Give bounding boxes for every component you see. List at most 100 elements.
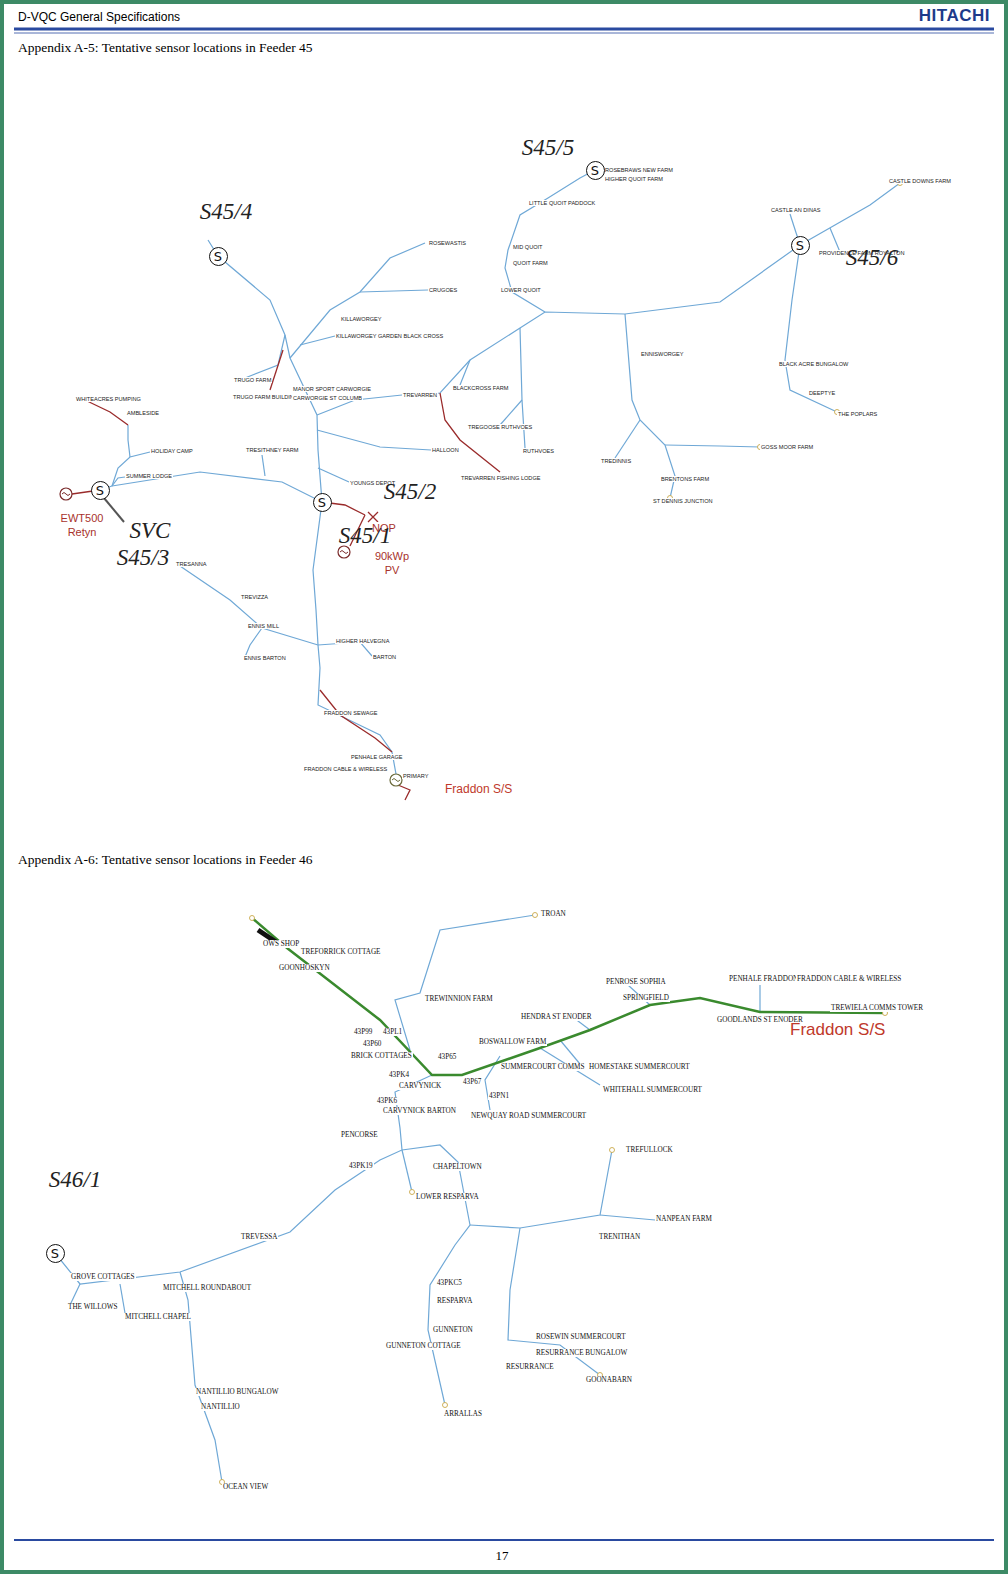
site-name: TROAN [540, 910, 567, 918]
site-name: MITCHELL CHAPEL [124, 1313, 192, 1321]
site-name: LOWER RESPARVA [415, 1193, 480, 1201]
site-name: 43P99 [353, 1028, 373, 1036]
site-name: PENROSE SOPHIA [605, 978, 667, 986]
site-name: 43PKC5 [436, 1279, 463, 1287]
text-label: PV [384, 564, 401, 576]
sensor-letter: S [318, 496, 326, 509]
site-name: THE POPLARS [837, 411, 878, 417]
site-name: RESURRANCE BUNGALOW [535, 1349, 628, 1357]
site-name: THE WILLOWS [67, 1303, 119, 1311]
site-name: CRUGOES [428, 287, 458, 293]
site-name: 43PL1 [382, 1028, 403, 1036]
site-name: SUMMERCOURT COMMS [500, 1063, 586, 1071]
sensor-circle: S [91, 481, 110, 500]
page-header: D-VQC General Specifications [18, 10, 180, 24]
site-name: 43P67 [462, 1078, 482, 1086]
site-name: MANOR SPORT CARWORGIE [292, 386, 372, 392]
site-name: MITCHELL ROUNDABOUT [162, 1284, 252, 1292]
text-label: Fraddon S/S [790, 1020, 885, 1040]
site-name: PENHALE FRADDON [728, 975, 799, 983]
site-name: KILLAWORGEY [340, 316, 383, 322]
site-name: TREFORRICK COTTAGE [300, 948, 382, 956]
site-name: CARWORGIE ST COLUMB [292, 395, 363, 401]
site-name: HENDRA ST ENODER [520, 1013, 593, 1021]
site-name: TREWIELA COMMS TOWER [830, 1004, 924, 1012]
text-label: Fraddon S/S [445, 782, 512, 796]
sensor-id: SVC [130, 518, 171, 544]
site-name: RUTHVOES [522, 448, 555, 454]
site-name: HIGHER HALVEGNA [335, 638, 390, 644]
site-name: ENNIS MILL [247, 623, 280, 629]
site-name: GROVE COTTAGES [70, 1273, 136, 1281]
site-name: GOONHOSKYN [278, 964, 331, 972]
site-name: TREGOOSE RUTHVOES [467, 424, 533, 430]
site-name: HOMESTAKE SUMMERCOURT [588, 1063, 691, 1071]
site-name: BRENTONS FARM [660, 476, 710, 482]
site-name: 43P60 [362, 1040, 382, 1048]
site-name: TREVARREN [402, 392, 438, 398]
site-name: TREVARREN FISHING LODGE [460, 475, 541, 481]
sensor-circle: S [586, 161, 605, 180]
site-name: MID QUOIT [512, 244, 544, 250]
sensor-letter: S [51, 1247, 59, 1260]
sensor-letter: S [96, 484, 104, 497]
site-name: OCEAN VIEW [222, 1483, 269, 1491]
site-name: ROSEBRAWS NEW FARM [604, 167, 674, 173]
appendix-heading: Appendix A-5: Tentative sensor locations… [18, 40, 313, 56]
site-name: RESURRANCE [505, 1363, 555, 1371]
site-name: NANTILLIO BUNGALOW [195, 1388, 279, 1396]
site-name: HOLIDAY CAMP [150, 448, 194, 454]
site-name: SUMMER LODGE [125, 473, 173, 479]
sensor-circle: S [209, 247, 228, 266]
appendix-heading: Appendix A-6: Tentative sensor locations… [18, 852, 313, 868]
site-name: TREDINNIS [600, 458, 632, 464]
sensor-circle: S [46, 1244, 65, 1263]
sensor-id: S45/4 [200, 199, 252, 225]
site-name: ENNISWORGEY [640, 351, 685, 357]
site-name: CARVYNICK [398, 1082, 442, 1090]
site-name: QUOIT FARM [512, 260, 549, 266]
site-name: FRADDON CABLE & WIRELESS [796, 975, 902, 983]
site-name: NEWQUAY ROAD SUMMERCOURT [470, 1112, 587, 1120]
text-label: HITACHI [919, 6, 990, 26]
site-name: BARTON [372, 654, 397, 660]
site-name: HIGHER QUOIT FARM [604, 176, 664, 182]
site-name: BOSWALLOW FARM [478, 1038, 547, 1046]
site-name: GUNNETON COTTAGE [385, 1342, 462, 1350]
site-name: TRESITHNEY FARM [245, 447, 299, 453]
sensor-letter: S [214, 250, 222, 263]
sensor-id: S45/5 [522, 135, 574, 161]
text-label: Retyn [67, 526, 98, 538]
sensor-circle: S [791, 236, 810, 255]
site-name: FRADDON CABLE & WIRELESS [303, 766, 388, 772]
site-name: WHITEACRES PUMPING [75, 396, 142, 402]
site-name: LITTLE QUOIT PADDOCK [528, 200, 596, 206]
sensor-id: S45/2 [384, 479, 436, 505]
sensor-id: S46/1 [49, 1167, 101, 1193]
site-name: SPRINGFIELD [622, 994, 670, 1002]
site-name: TRUGO FARM [233, 377, 272, 383]
sensor-id: S45/3 [117, 545, 169, 571]
site-name: AMBLESIDE [126, 410, 160, 416]
site-name: 43PK4 [388, 1071, 410, 1079]
site-name: PENCORSE [340, 1131, 379, 1139]
site-name: TREVESSA [240, 1233, 278, 1241]
site-name: ENNIS BARTON [243, 655, 287, 661]
site-name: 43PN1 [488, 1092, 510, 1100]
site-name: PRIMARY [402, 773, 429, 779]
site-name: BLACK ACRE BUNGALOW [778, 361, 849, 367]
text-label: 17 [496, 1548, 509, 1564]
site-name: 43PK6 [376, 1097, 398, 1105]
sensor-letter: S [591, 164, 599, 177]
site-name: PENHALE GARAGE [350, 754, 404, 760]
site-name: CARVYNICK BARTON [382, 1107, 457, 1115]
site-name: DEEPTYE [808, 390, 836, 396]
site-name: ARRALLAS [443, 1410, 483, 1418]
site-name: TRESANNA [175, 561, 207, 567]
text-label: 90kWp [374, 550, 410, 562]
site-name: GOSS MOOR FARM [760, 444, 814, 450]
site-name: TRENITHAN [598, 1233, 641, 1241]
site-name: KILLAWORGEY GARDEN BLACK CROSS [335, 333, 444, 339]
sensor-id: S45/1 [339, 523, 391, 549]
